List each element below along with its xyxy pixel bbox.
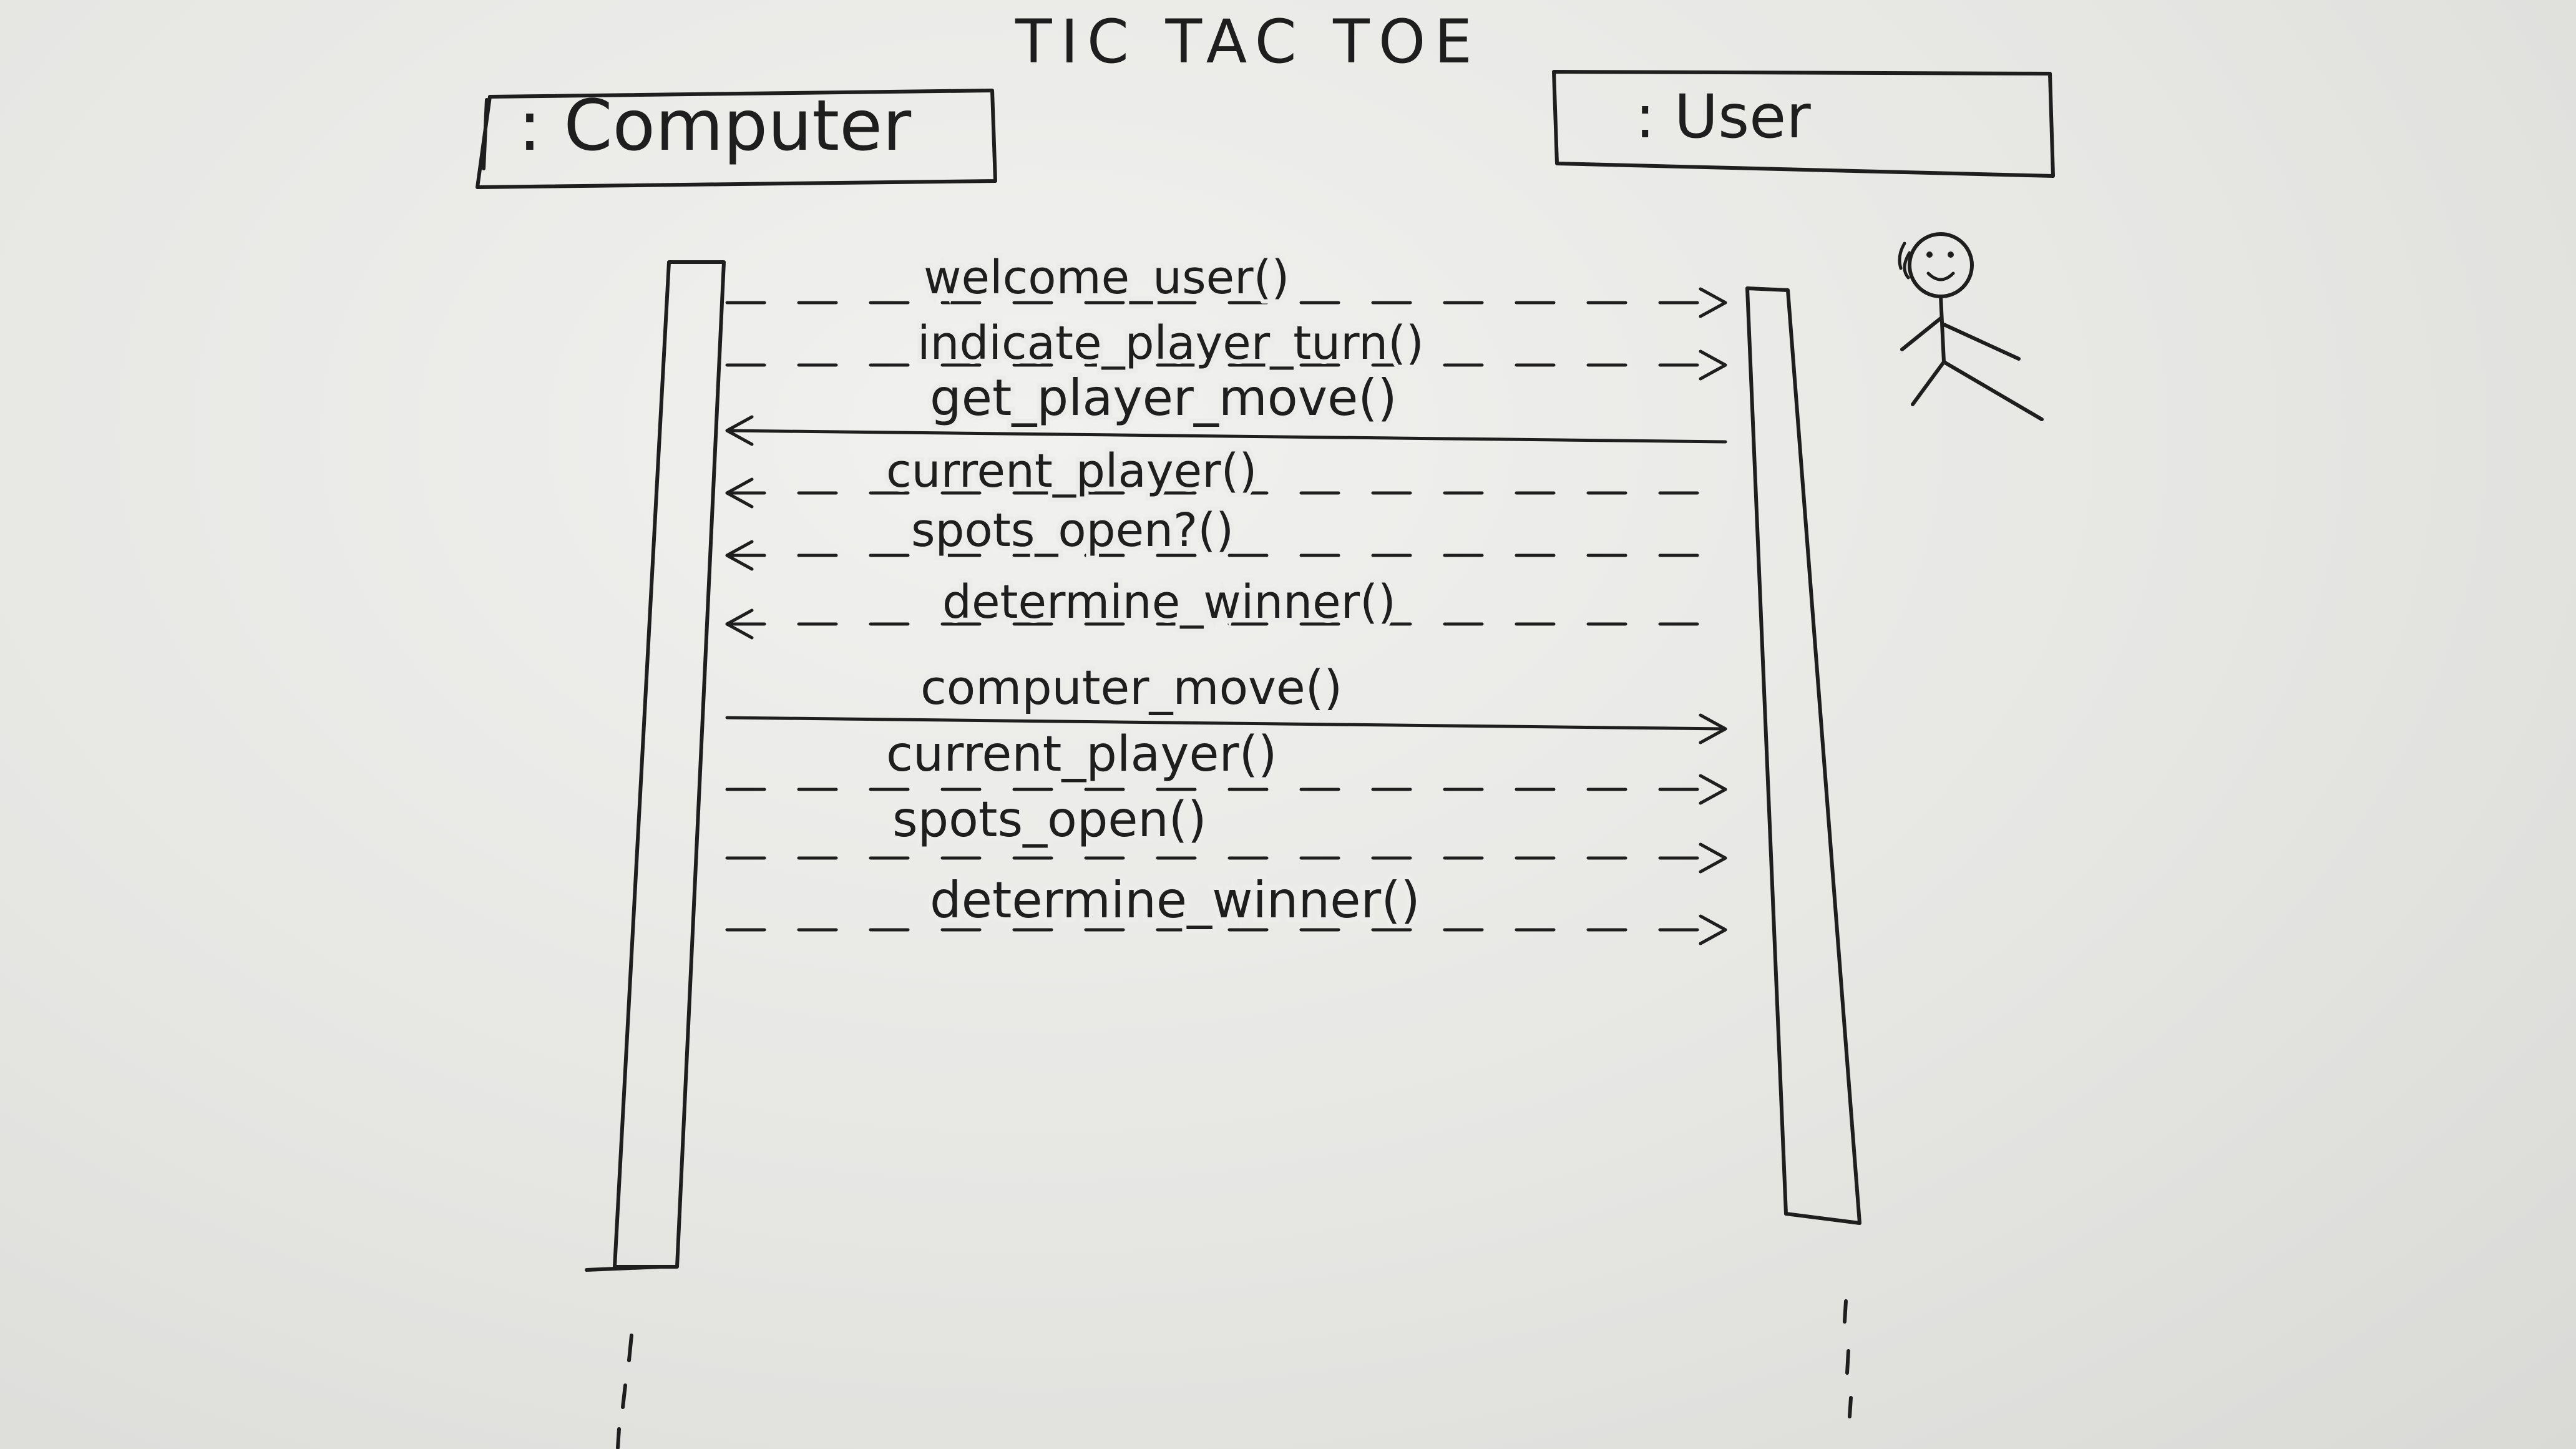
message-list: welcome_user() indicate_player_turn()get_… bbox=[725, 246, 1727, 945]
message-label: determine_winner() bbox=[942, 575, 1396, 629]
computer-lifeline-dashes bbox=[616, 1334, 633, 1449]
arrowhead bbox=[725, 477, 754, 509]
message-7: computer_move() bbox=[725, 655, 1727, 744]
stick-figure-icon bbox=[1898, 232, 2044, 421]
computer-activation-bar bbox=[585, 260, 726, 1272]
message-4: current_player() bbox=[725, 440, 1727, 509]
message-label: current_player() bbox=[886, 444, 1257, 498]
diagram-title: TIC TAC TOE bbox=[1015, 7, 1481, 77]
message-label: indicate_player_turn() bbox=[917, 316, 1424, 370]
user-activation-bar bbox=[1745, 286, 1861, 1225]
arrowhead bbox=[725, 540, 754, 571]
user-lifeline-header: : User bbox=[1552, 70, 2055, 178]
message-9: spots_open() bbox=[725, 788, 1727, 874]
message-5: spots_open?() bbox=[725, 499, 1727, 571]
computer-lifeline-label: : Computer bbox=[518, 85, 912, 167]
message-1: welcome_user() bbox=[725, 246, 1727, 318]
user-lifeline-dashes bbox=[1843, 1299, 1853, 1418]
message-label: determine_winner() bbox=[930, 871, 1420, 929]
message-3: get_player_move() bbox=[725, 364, 1727, 446]
arrowhead bbox=[1699, 349, 1727, 381]
message-label: spots_open() bbox=[892, 792, 1207, 848]
computer-lifeline-header: : Computer bbox=[476, 85, 997, 189]
message-2: indicate_player_turn() bbox=[725, 312, 1727, 381]
message-label: spots_open?() bbox=[911, 504, 1234, 557]
user-lifeline-label: : User bbox=[1635, 82, 1811, 152]
message-label: computer_move() bbox=[920, 660, 1342, 715]
message-8: current_player() bbox=[725, 722, 1727, 805]
message-10: determine_winner() bbox=[725, 867, 1727, 945]
message-label: welcome_user() bbox=[924, 251, 1289, 305]
message-6: determine_winner() bbox=[725, 571, 1727, 640]
arrowhead bbox=[725, 608, 754, 640]
message-label: get_player_move() bbox=[930, 369, 1397, 427]
arrowhead bbox=[1699, 914, 1727, 945]
message-line bbox=[725, 716, 1727, 731]
message-label: current_player() bbox=[886, 726, 1277, 783]
arrowhead bbox=[1699, 774, 1727, 805]
arrowhead bbox=[1699, 713, 1727, 744]
arrowhead bbox=[1699, 842, 1727, 874]
arrowhead bbox=[725, 415, 754, 446]
arrowhead bbox=[1699, 287, 1727, 318]
message-line bbox=[725, 429, 1727, 444]
